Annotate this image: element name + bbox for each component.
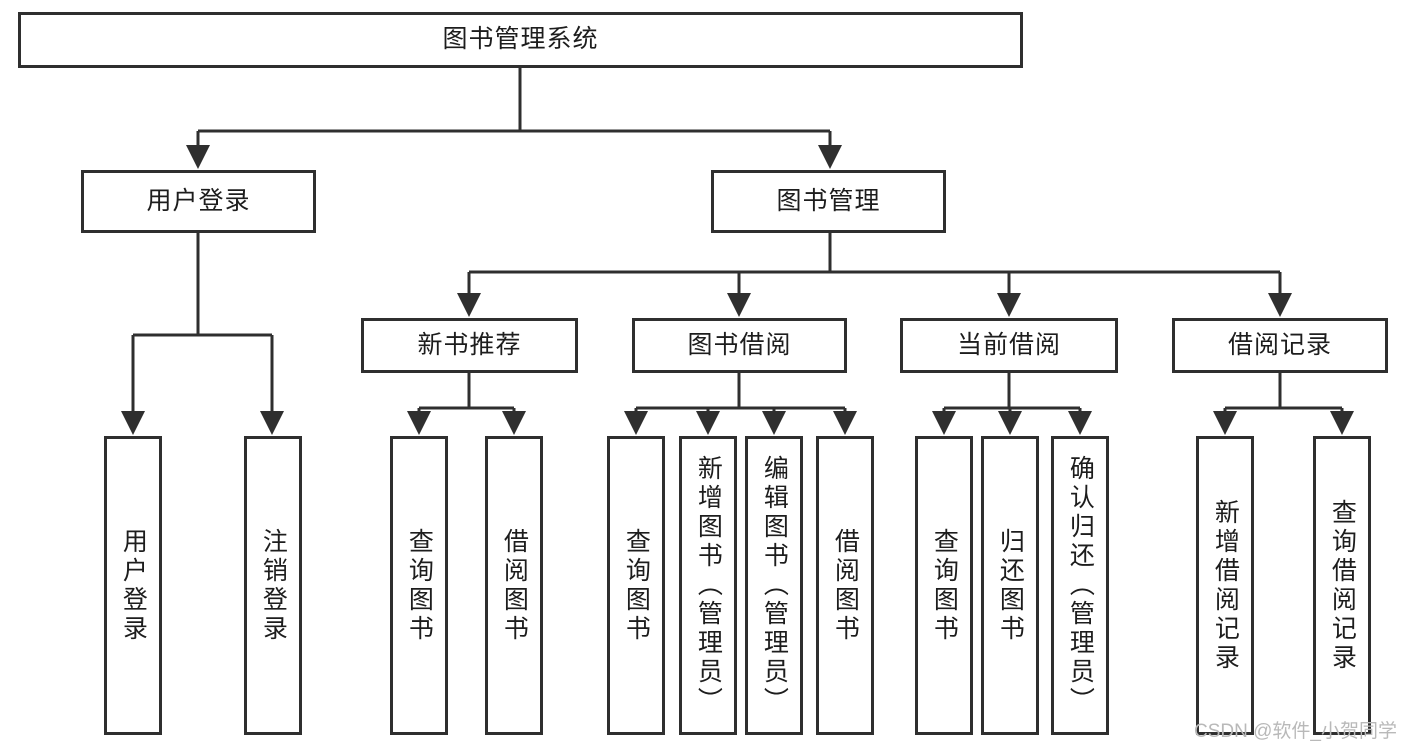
leaf-borrow-record-query-label: 查询借阅记录 [1328, 498, 1357, 673]
leaf-current-borrow-query[interactable]: 查询图书 [915, 436, 973, 735]
leaf-borrow-book-query-label: 查询图书 [622, 527, 651, 644]
leaf-new-book-query[interactable]: 查询图书 [390, 436, 448, 735]
leaf-new-book-borrow-label: 借阅图书 [500, 527, 529, 644]
node-current-borrow[interactable]: 当前借阅 [900, 318, 1118, 373]
leaf-current-borrow-confirm-return-label: 确认归还（管理员） [1066, 455, 1095, 716]
node-borrow-record[interactable]: 借阅记录 [1172, 318, 1388, 373]
node-new-book-recommend[interactable]: 新书推荐 [361, 318, 578, 373]
leaf-borrow-book-add-label: 新增图书（管理员） [694, 455, 723, 716]
leaf-current-borrow-return-label: 归还图书 [996, 527, 1025, 644]
leaf-borrow-book-lend[interactable]: 借阅图书 [816, 436, 874, 735]
leaf-current-borrow-confirm-return[interactable]: 确认归还（管理员） [1051, 436, 1109, 735]
leaf-borrow-book-edit[interactable]: 编辑图书（管理员） [745, 436, 803, 735]
leaf-borrow-book-query[interactable]: 查询图书 [607, 436, 665, 735]
node-borrow-record-label: 借阅记录 [1227, 330, 1332, 359]
node-book-management-label: 图书管理 [776, 186, 881, 215]
leaf-borrow-book-add[interactable]: 新增图书（管理员） [679, 436, 737, 735]
leaf-user-login-signin-label: 用户登录 [119, 527, 148, 644]
leaf-current-borrow-return[interactable]: 归还图书 [981, 436, 1039, 735]
leaf-borrow-book-lend-label: 借阅图书 [831, 527, 860, 644]
leaf-borrow-book-edit-label: 编辑图书（管理员） [760, 455, 789, 716]
leaf-borrow-record-add[interactable]: 新增借阅记录 [1196, 436, 1254, 735]
node-current-borrow-label: 当前借阅 [956, 330, 1061, 359]
leaf-new-book-query-label: 查询图书 [405, 527, 434, 644]
node-new-book-recommend-label: 新书推荐 [417, 330, 522, 359]
leaf-user-login-signout[interactable]: 注销登录 [244, 436, 302, 735]
node-user-login[interactable]: 用户登录 [81, 170, 316, 233]
node-book-borrow[interactable]: 图书借阅 [632, 318, 847, 373]
node-root[interactable]: 图书管理系统 [18, 12, 1023, 68]
node-book-borrow-label: 图书借阅 [687, 330, 792, 359]
leaf-borrow-record-query[interactable]: 查询借阅记录 [1313, 436, 1371, 735]
node-book-management[interactable]: 图书管理 [711, 170, 946, 233]
leaf-current-borrow-query-label: 查询图书 [930, 527, 959, 644]
node-root-label: 图书管理系统 [442, 25, 599, 54]
leaf-borrow-record-add-label: 新增借阅记录 [1211, 498, 1240, 673]
leaf-user-login-signin[interactable]: 用户登录 [104, 436, 162, 735]
csdn-watermark: CSDN @软件_小贺同学 [1194, 721, 1397, 742]
leaf-new-book-borrow[interactable]: 借阅图书 [485, 436, 543, 735]
leaf-user-login-signout-label: 注销登录 [259, 527, 288, 644]
node-user-login-label: 用户登录 [146, 186, 251, 215]
